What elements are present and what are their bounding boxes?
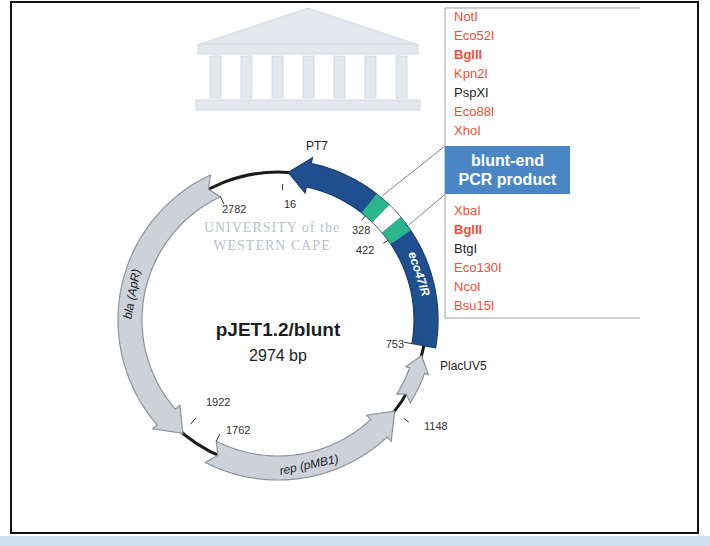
entablature bbox=[198, 44, 418, 54]
frame bbox=[11, 2, 698, 533]
plasmid-name: 2974 bp bbox=[249, 347, 307, 365]
position-tick bbox=[191, 418, 196, 424]
restriction-site: Eco52I bbox=[454, 29, 494, 44]
restriction-site: NcoI bbox=[454, 280, 481, 295]
base bbox=[196, 100, 420, 110]
restriction-site: Bsu15I bbox=[454, 299, 494, 314]
column bbox=[241, 56, 252, 98]
column bbox=[303, 56, 314, 98]
restriction-site: PspXI bbox=[454, 86, 489, 101]
mcs-bracket bbox=[445, 8, 640, 318]
column bbox=[396, 56, 407, 98]
watermark-text: UNIVERSITY of the bbox=[204, 220, 340, 236]
restriction-site: XbaI bbox=[454, 204, 481, 219]
map-label: 2782 bbox=[222, 203, 246, 216]
map-label: PlacUV5 bbox=[440, 360, 487, 374]
rep-arrow bbox=[205, 411, 394, 480]
map-label: 1922 bbox=[206, 396, 230, 409]
position-tick bbox=[282, 184, 283, 190]
insert-site bbox=[382, 217, 410, 244]
insert-box: blunt-end PCR product bbox=[445, 146, 570, 194]
restriction-site: Eco130I bbox=[454, 261, 502, 276]
restriction-site: BglII bbox=[454, 48, 482, 63]
placuv5-arrow bbox=[397, 356, 429, 403]
position-tick bbox=[216, 434, 220, 441]
restriction-site: Eco88I bbox=[454, 105, 494, 120]
restriction-site: BtgI bbox=[454, 242, 477, 257]
insert-label: blunt-end PCR product bbox=[455, 151, 560, 189]
position-tick bbox=[404, 419, 409, 423]
plasmid-name: pJET1.2/blunt bbox=[216, 319, 341, 341]
position-tick bbox=[221, 197, 224, 204]
bla-arrow bbox=[118, 175, 221, 433]
watermark-text: WESTERN CAPE bbox=[213, 238, 330, 254]
watermark-building bbox=[196, 8, 420, 110]
restriction-site: Kpn2I bbox=[454, 67, 488, 82]
column bbox=[272, 56, 283, 98]
position-tick bbox=[404, 342, 412, 343]
column bbox=[334, 56, 345, 98]
map-label: 1148 bbox=[424, 420, 448, 433]
map-label: PT7 bbox=[306, 140, 328, 154]
column bbox=[365, 56, 376, 98]
position-tick bbox=[383, 240, 388, 244]
map-label: 328 bbox=[352, 224, 370, 237]
pediment bbox=[200, 8, 416, 44]
column bbox=[210, 56, 221, 98]
restriction-site: XhoI bbox=[454, 124, 481, 139]
insert-leader bbox=[409, 194, 445, 224]
map-label: 16 bbox=[284, 198, 296, 211]
map-label: 1762 bbox=[226, 424, 250, 437]
insert-leader bbox=[382, 146, 445, 196]
restriction-site: NotI bbox=[454, 10, 478, 25]
bottom-band bbox=[0, 536, 710, 546]
map-label: 753 bbox=[386, 338, 404, 351]
restriction-site: BglII bbox=[454, 223, 482, 238]
position-tick bbox=[362, 216, 366, 221]
map-label: 422 bbox=[356, 244, 374, 257]
